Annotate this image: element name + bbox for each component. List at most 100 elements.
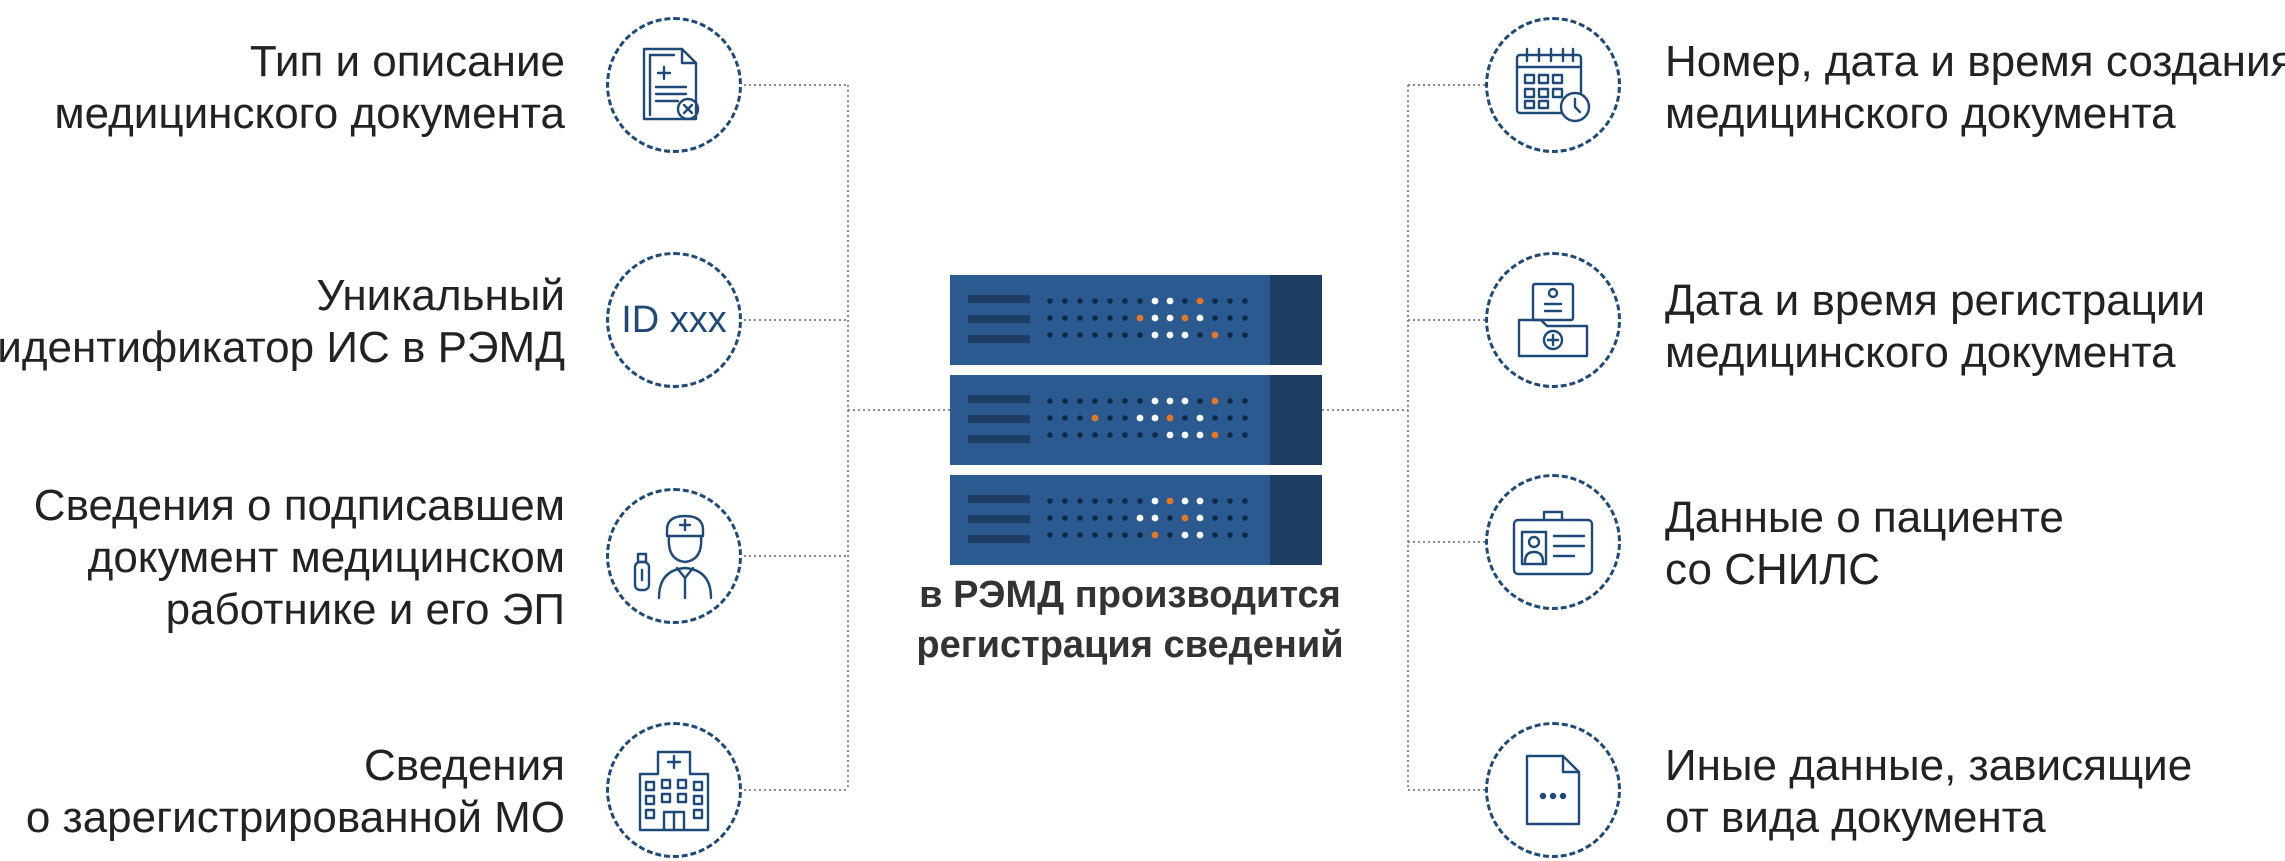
- server-led: [1062, 315, 1068, 321]
- patient-id-card-icon: [1512, 510, 1594, 576]
- left-item-1-icon-circle: [606, 17, 742, 153]
- server-led: [1227, 432, 1233, 438]
- id-icon-text: ID xxx: [621, 298, 727, 341]
- server-led: [1092, 515, 1098, 521]
- hospital-building-icon: [638, 750, 710, 832]
- server-led: [1062, 515, 1068, 521]
- server-led: [1151, 297, 1159, 305]
- server-led: [1047, 415, 1053, 421]
- server-led: [1047, 515, 1053, 521]
- server-led: [1211, 431, 1219, 439]
- server-led: [1227, 332, 1233, 338]
- server-led: [1227, 498, 1233, 504]
- server-led: [1077, 332, 1083, 338]
- caption-line: регистрация сведений: [916, 624, 1344, 666]
- server-led: [1212, 515, 1218, 521]
- label-line: Уникальный: [316, 271, 565, 320]
- server-led: [1077, 532, 1083, 538]
- server-led: [1242, 432, 1248, 438]
- server-led: [1092, 432, 1098, 438]
- server-status-leds: [1047, 297, 1248, 539]
- label-line: о зарегистрированной МО: [25, 793, 565, 842]
- server-led: [1166, 314, 1174, 322]
- server-led: [1107, 415, 1113, 421]
- server-led: [1136, 514, 1144, 522]
- server-led: [1092, 398, 1098, 404]
- server-led: [1092, 298, 1098, 304]
- center-caption: в РЭМД производится регистрация сведений: [880, 570, 1380, 670]
- server-led: [1212, 532, 1218, 538]
- server-led: [1166, 497, 1174, 505]
- server-led: [1137, 332, 1143, 338]
- server-led: [1196, 497, 1204, 505]
- label-line: Сведения: [363, 741, 565, 790]
- server-led: [1047, 298, 1053, 304]
- server-unit-3: [950, 475, 1322, 565]
- label-line: медицинского документа: [1665, 328, 2176, 377]
- server-led: [1227, 532, 1233, 538]
- server-led: [1242, 398, 1248, 404]
- server-led: [1122, 415, 1128, 421]
- server-led: [1137, 398, 1143, 404]
- doctor-signature-icon: [633, 514, 713, 600]
- left-item-1-label: Тип и описание медицинского документа: [54, 36, 565, 140]
- server-led: [1167, 515, 1173, 521]
- server-led: [1196, 431, 1204, 439]
- server-led: [1151, 314, 1159, 322]
- label-line: от вида документа: [1665, 793, 2046, 842]
- server-led: [1227, 398, 1233, 404]
- server-led: [1107, 532, 1113, 538]
- right-item-1-icon-circle: [1485, 17, 1621, 153]
- server-led: [1212, 315, 1218, 321]
- server-led: [1122, 498, 1128, 504]
- server-led: [1242, 498, 1248, 504]
- server-led: [1047, 398, 1053, 404]
- server-led: [1182, 298, 1188, 304]
- server-led: [1062, 498, 1068, 504]
- server-led: [1181, 314, 1189, 322]
- left-item-2-label: Уникальный идентификатор ИС в РЭМД: [0, 270, 565, 374]
- server-rack-icon: [950, 275, 1322, 565]
- server-led: [1211, 331, 1219, 339]
- label-line: Сведения о подписавшем: [33, 481, 565, 530]
- server-led: [1107, 515, 1113, 521]
- server-unit-2: [950, 375, 1322, 465]
- server-led: [1137, 532, 1143, 538]
- server-led: [1092, 332, 1098, 338]
- left-item-3-label: Сведения о подписавшем документ медицинс…: [34, 480, 565, 636]
- server-led: [1196, 514, 1204, 522]
- label-line: Тип и описание: [249, 37, 565, 86]
- server-led: [1137, 498, 1143, 504]
- server-led: [1151, 414, 1159, 422]
- server-led: [1151, 531, 1159, 539]
- server-led: [1047, 432, 1053, 438]
- server-led: [1047, 532, 1053, 538]
- server-led: [1242, 415, 1248, 421]
- registration-folder-icon: [1517, 282, 1589, 358]
- label-line: Номер, дата и время создания: [1665, 37, 2285, 86]
- medical-document-icon: [642, 47, 700, 121]
- server-led: [1242, 315, 1248, 321]
- label-line: идентификатор ИС в РЭМД: [0, 323, 565, 372]
- server-led: [1092, 532, 1098, 538]
- label-line: работнике и его ЭП: [165, 585, 565, 634]
- right-item-3-label: Данные о пациенте со СНИЛС: [1665, 492, 2064, 596]
- server-led: [1166, 397, 1174, 405]
- server-led: [1242, 515, 1248, 521]
- server-led: [1062, 432, 1068, 438]
- right-item-4-icon-circle: [1485, 722, 1621, 858]
- server-led: [1091, 414, 1099, 422]
- server-led: [1212, 298, 1218, 304]
- server-led: [1107, 432, 1113, 438]
- server-led: [1227, 315, 1233, 321]
- server-led: [1136, 314, 1144, 322]
- left-item-4-label: Сведения о зарегистрированной МО: [26, 740, 565, 844]
- server-led: [1107, 315, 1113, 321]
- server-led: [1197, 398, 1203, 404]
- right-item-3-icon-circle: [1485, 474, 1621, 610]
- server-led: [1122, 332, 1128, 338]
- server-led: [1107, 298, 1113, 304]
- server-led: [1077, 398, 1083, 404]
- server-led: [1167, 532, 1173, 538]
